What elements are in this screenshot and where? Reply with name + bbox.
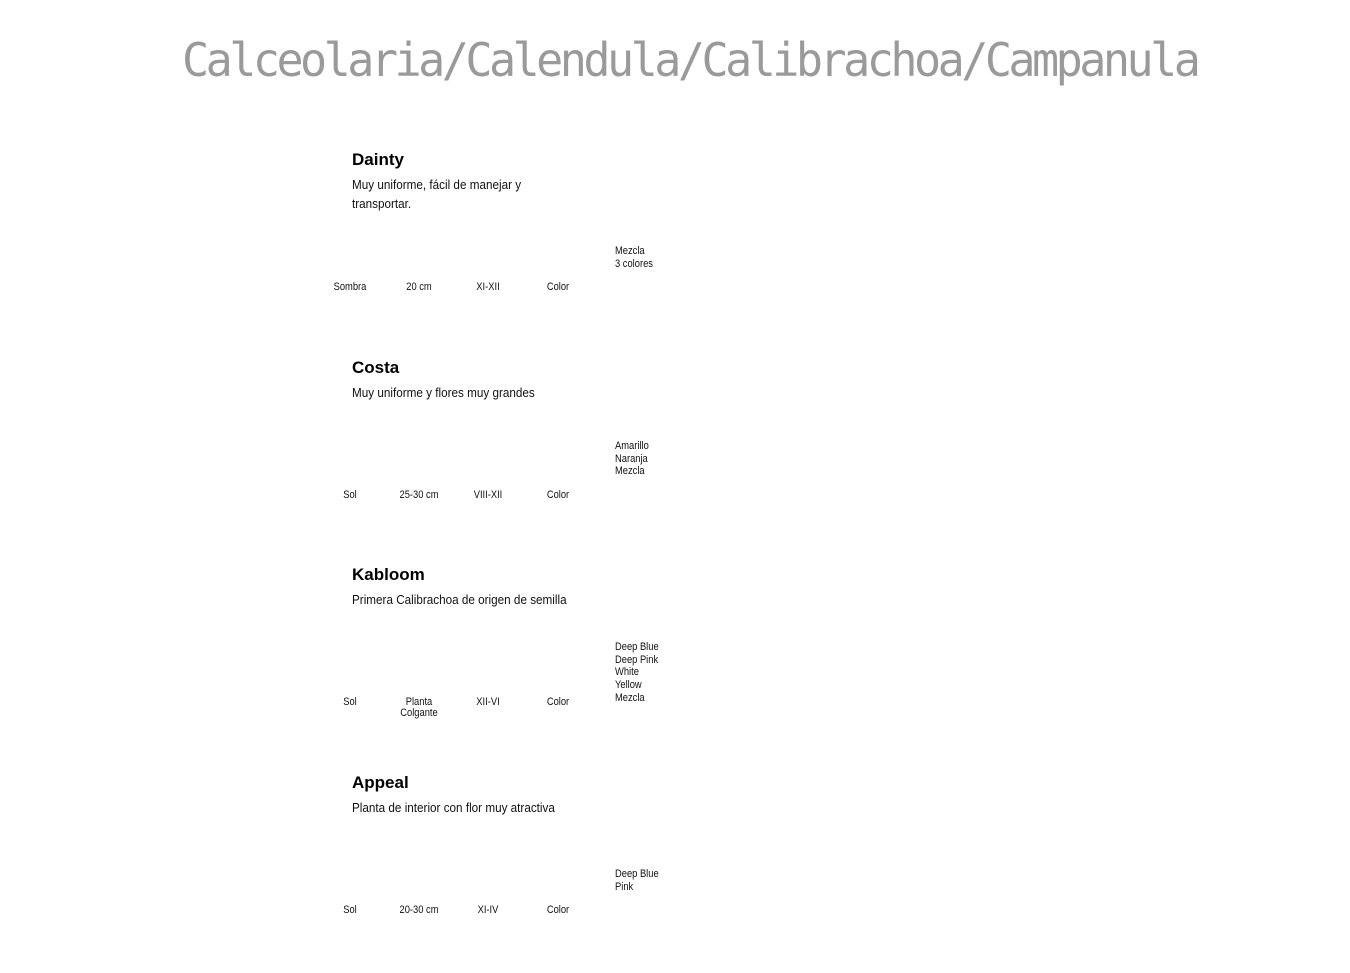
color-list: Deep Blue Deep Pink White Yellow Mezcla: [615, 641, 659, 705]
plant-height-line: 20 cm: [406, 281, 432, 293]
color-list: Amarillo Naranja Mezcla: [615, 440, 649, 478]
color-item: Deep Pink: [615, 653, 659, 666]
color-item: Naranja: [615, 452, 648, 465]
color-list: Mezcla 3 colores: [615, 245, 653, 270]
light-requirement: Sol: [343, 904, 357, 916]
light-requirement: Sol: [343, 696, 357, 708]
color-label: Color: [546, 696, 570, 708]
variety-description: Planta de interior con flor muy atractiv…: [352, 800, 555, 815]
plant-height-line: 20-30 cm: [399, 904, 439, 916]
plant-height: 20-30 cm: [390, 905, 448, 916]
plant-height: 25-30 cm: [390, 490, 448, 501]
flowering-period: XII-VI: [476, 696, 500, 708]
color-item: Yellow: [615, 679, 642, 692]
color-label: Color: [546, 489, 570, 501]
variety-description: Muy uniforme y flores muy grandes: [352, 385, 535, 400]
flowering-period: XI-XII: [476, 281, 500, 293]
variety-dainty: Dainty Muy uniforme, fácil de manejar y …: [0, 150, 800, 350]
variety-costa: Costa Muy uniforme y flores muy grandes …: [0, 358, 800, 558]
color-item: Deep Blue: [615, 641, 659, 653]
color-item: White: [615, 666, 639, 679]
color-item: Deep Blue: [615, 868, 659, 880]
variety-kabloom: Kabloom Primera Calibrachoa de origen de…: [0, 565, 800, 765]
color-item: Mezcla: [615, 691, 645, 704]
plant-height: 20 cm: [390, 282, 448, 293]
variety-description: Muy uniforme, fácil de manejar y transpo…: [352, 177, 522, 211]
variety-name: Appeal: [352, 773, 409, 792]
variety-description: Primera Calibrachoa de origen de semilla: [352, 592, 567, 607]
color-item: Mezcla: [615, 245, 645, 257]
plant-height-line: 25-30 cm: [399, 489, 439, 501]
color-item: Mezcla: [615, 465, 645, 478]
flowering-period: VIII-XII: [473, 489, 503, 501]
variety-name: Kabloom: [352, 565, 425, 584]
plant-height-line: Colgante: [400, 707, 438, 719]
flowering-period: XI-IV: [477, 904, 499, 916]
light-requirement: Sombra: [333, 281, 367, 293]
page-title: Calceolaria/Calendula/Calibrachoa/Campan…: [182, 33, 1201, 87]
variety-name: Dainty: [352, 150, 404, 169]
light-requirement: Sol: [343, 489, 357, 501]
color-item: 3 colores: [615, 257, 653, 270]
plant-height-line: Planta: [405, 696, 433, 708]
variety-appeal: Appeal Planta de interior con flor muy a…: [0, 773, 800, 973]
variety-name: Costa: [352, 358, 400, 377]
color-label: Color: [546, 904, 570, 916]
color-list: Deep Blue Pink: [615, 868, 659, 893]
color-item: Pink: [615, 880, 634, 893]
color-item: Amarillo: [615, 440, 649, 452]
plant-height: Planta Colgante: [390, 697, 448, 719]
color-label: Color: [546, 281, 570, 293]
